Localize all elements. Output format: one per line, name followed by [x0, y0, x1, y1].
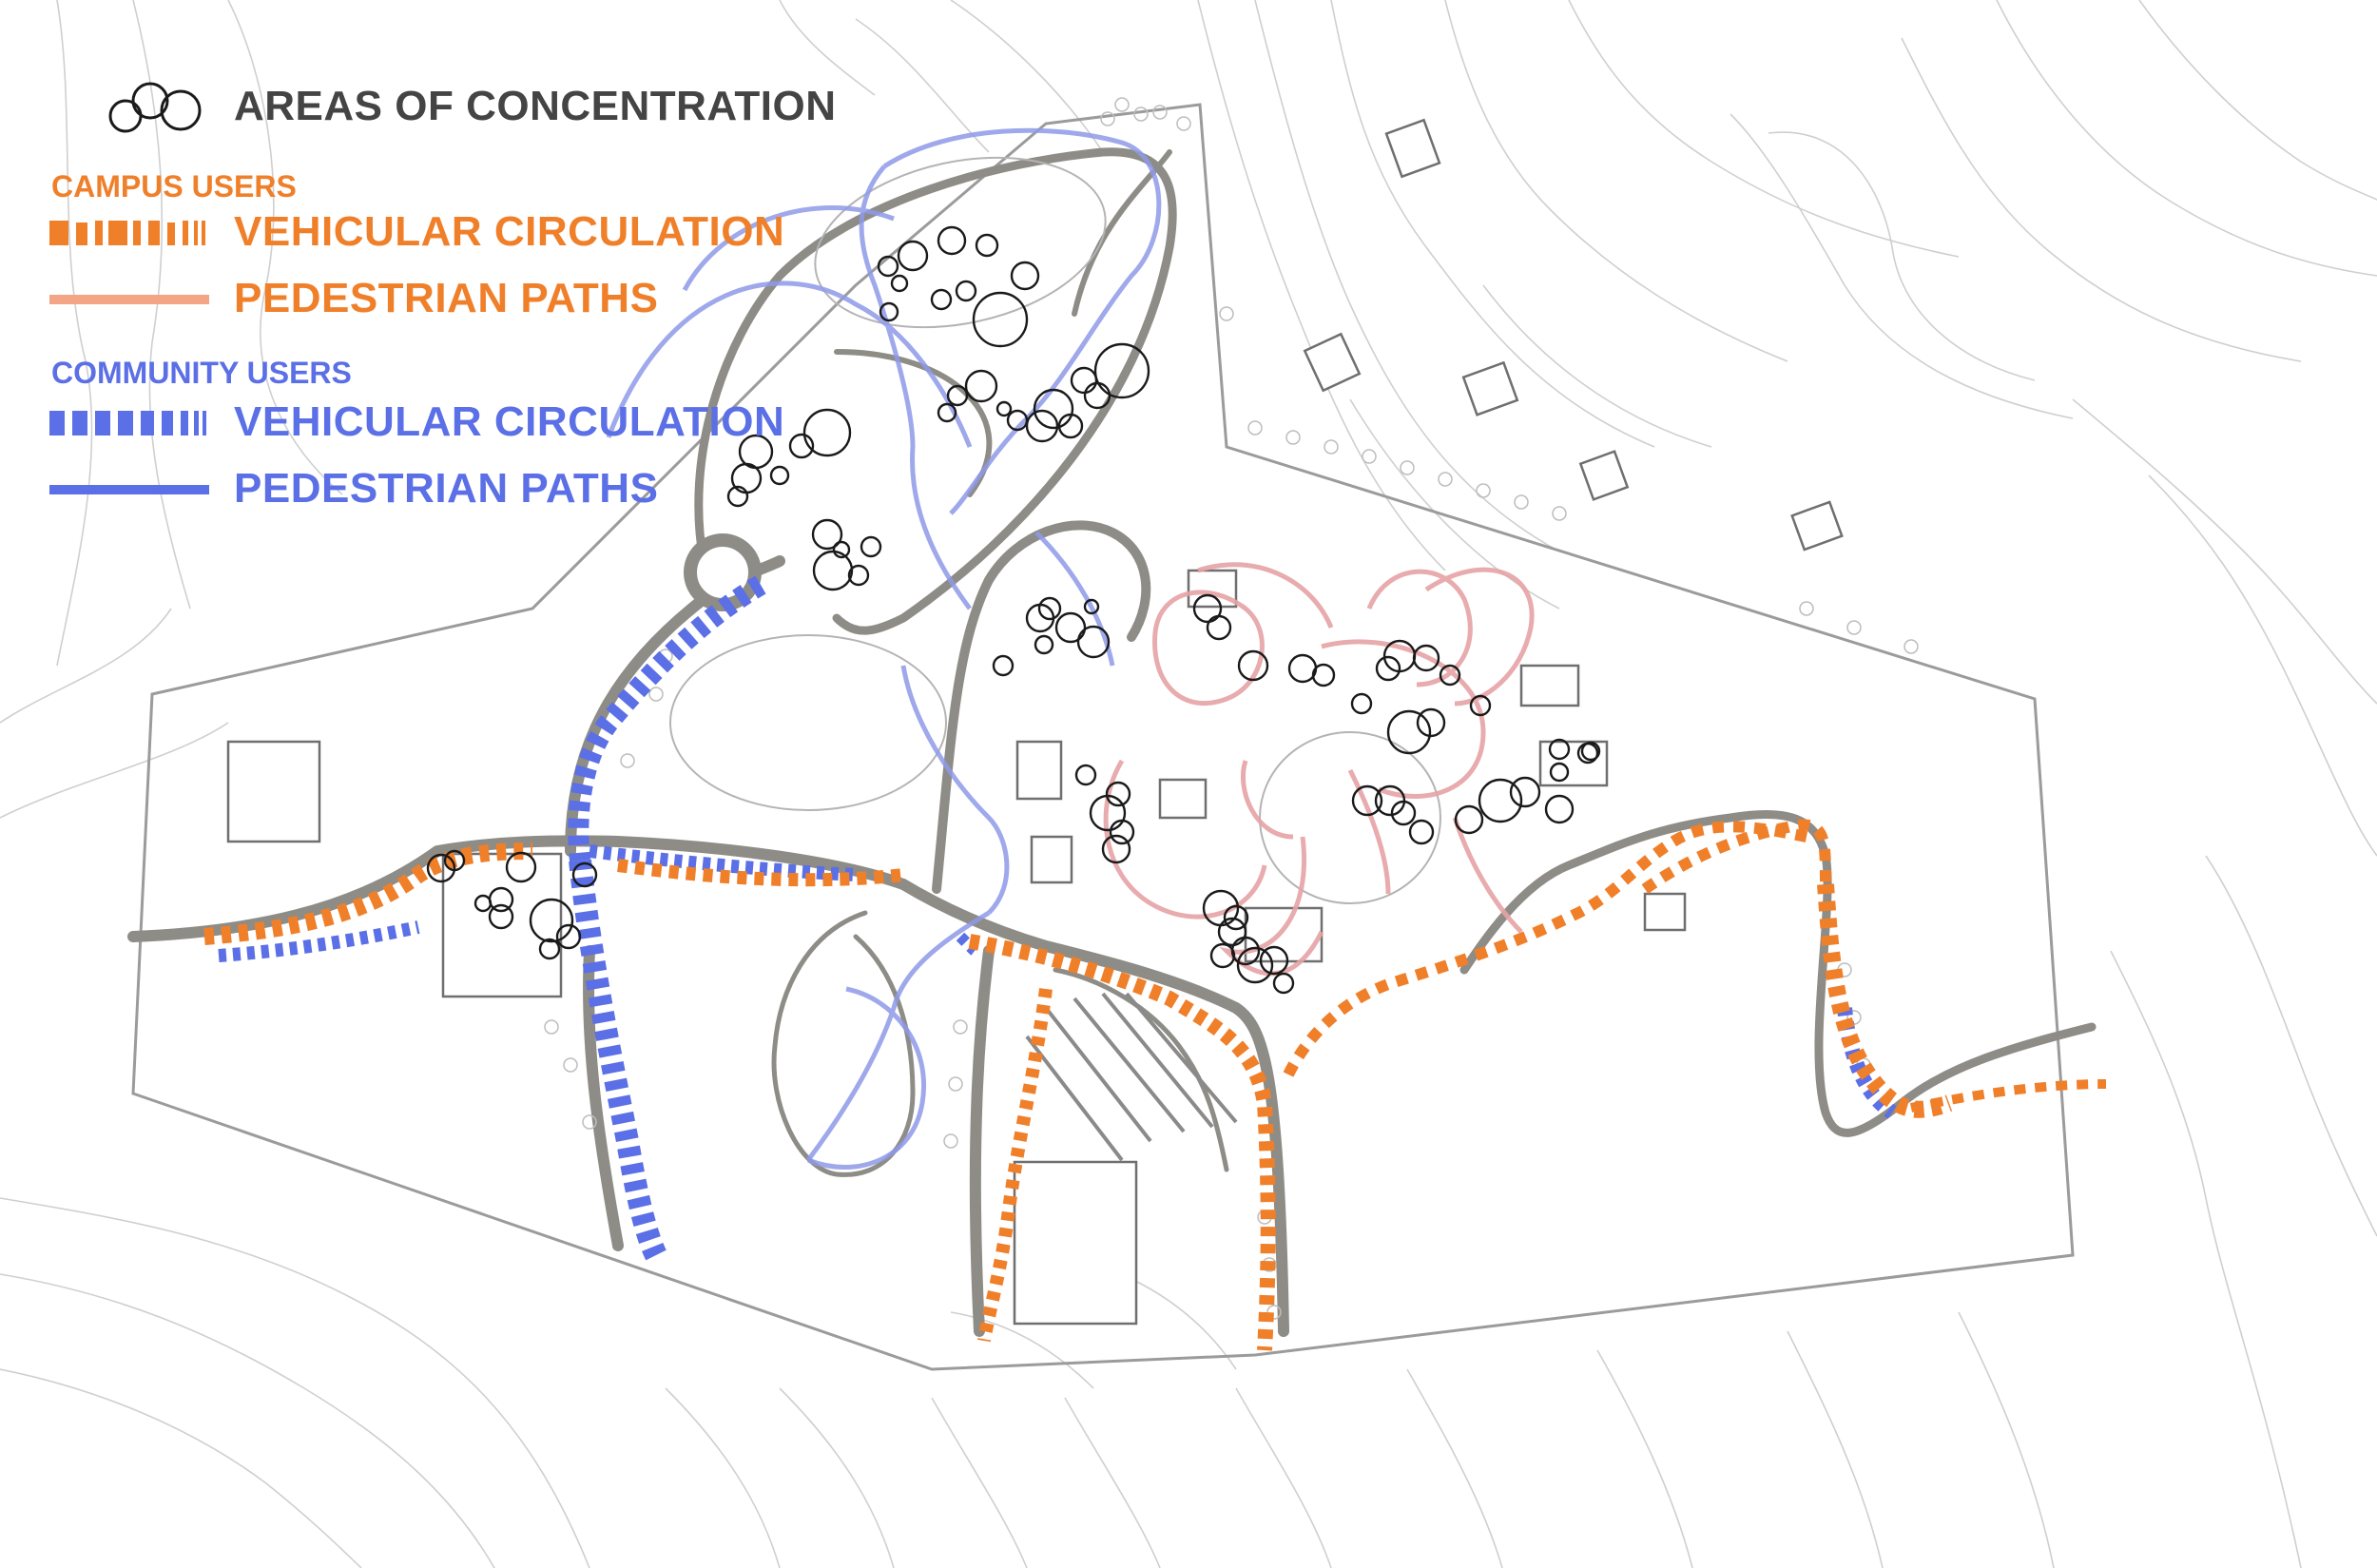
campus-vehicular-circulation [203, 819, 2107, 1351]
site-boundary [131, 103, 2075, 1371]
campus-users-heading: CAMPUS USERS [51, 169, 297, 203]
buildings [226, 118, 1844, 1326]
campus-pedestrian-paths [1103, 562, 1535, 977]
legend-title: AREAS OF CONCENTRATION [234, 83, 837, 129]
campus-vehicular-swatch [49, 221, 205, 245]
trees [544, 97, 1919, 1320]
community-pedestrian-paths [606, 127, 1162, 1170]
parking-lots [1025, 992, 1238, 1162]
three-circles-icon [108, 82, 202, 133]
roads [127, 147, 2097, 1337]
campus-pedestrian-label: PEDESTRIAN PATHS [234, 275, 659, 321]
campus-pedestrian-swatch [49, 295, 209, 304]
community-pedestrian-label: PEDESTRIAN PATHS [234, 465, 659, 512]
community-users-heading: COMMUNITY USERS [51, 356, 352, 390]
campus-vehicular-label: VEHICULAR CIRCULATION [234, 208, 785, 255]
community-vehicular-swatch [49, 411, 206, 436]
areas-of-concentration [426, 225, 1601, 995]
community-vehicular-label: VEHICULAR CIRCULATION [234, 398, 785, 445]
community-pedestrian-swatch [49, 485, 209, 494]
sports-fields [669, 156, 1441, 904]
